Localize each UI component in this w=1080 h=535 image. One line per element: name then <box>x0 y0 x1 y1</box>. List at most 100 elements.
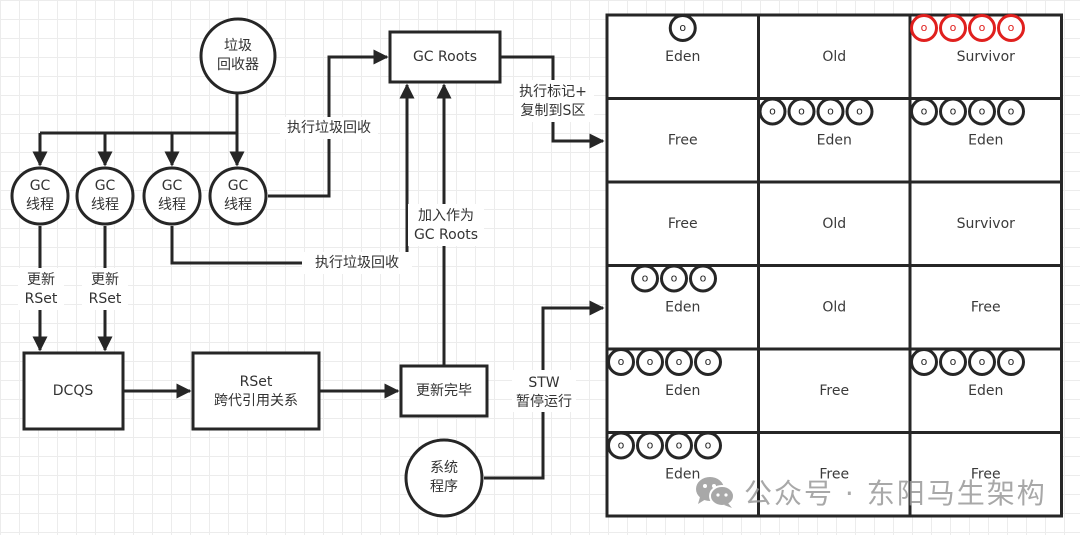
svg-text:o: o <box>769 105 776 118</box>
heap-object: o <box>968 348 996 376</box>
heap-region-free[interactable]: Free <box>908 264 1063 351</box>
heap-object: o <box>665 431 693 460</box>
svg-text:o: o <box>647 355 654 368</box>
heap-region-cell <box>757 431 912 518</box>
heap-region-survivor[interactable]: Survivor <box>908 180 1063 267</box>
heap-object: o <box>910 348 938 376</box>
heap-region-eden[interactable]: Eden o <box>605 13 760 100</box>
svg-text:o: o <box>679 21 686 34</box>
heap-object: o <box>607 431 635 460</box>
svg-text:o: o <box>1008 21 1015 34</box>
survivor-object-highlighted: o <box>968 14 996 42</box>
heap-object: o <box>660 264 688 293</box>
gc-roots-node[interactable]: GC Roots <box>388 30 502 84</box>
svg-text:o: o <box>921 105 928 118</box>
heap-region-label: Eden <box>665 383 700 399</box>
heap-region-free[interactable]: Free <box>757 431 912 518</box>
gc-roots-label: GC Roots <box>413 49 477 65</box>
heap-region-label: Old <box>822 300 846 316</box>
svg-text:o: o <box>1008 355 1015 368</box>
heap-object: o <box>939 97 967 126</box>
garbage-collector-label: 垃圾回收器 <box>217 38 259 73</box>
heap-region-label: Free <box>819 467 849 483</box>
survivor-object-highlighted: o <box>910 14 938 42</box>
heap-object: o <box>997 97 1025 126</box>
heap-region-free[interactable]: Free <box>605 180 760 267</box>
label-mark-copy: 执行标记+复制到S区 <box>519 84 587 119</box>
survivor-object-highlighted: o <box>939 14 967 42</box>
heap-region-label: Survivor <box>957 216 1016 232</box>
heap-region-free[interactable]: Free <box>605 97 760 184</box>
heap-object: o <box>636 348 664 376</box>
dcqs-node[interactable]: DCQS <box>22 351 125 431</box>
svg-text:o: o <box>618 439 625 452</box>
svg-text:o: o <box>705 439 712 452</box>
heap-object: o <box>758 97 787 126</box>
heap-object: o <box>694 431 722 460</box>
heap-region-label: Old <box>822 216 846 232</box>
svg-text:o: o <box>676 355 683 368</box>
heap-region-cell <box>908 180 1063 267</box>
svg-text:o: o <box>921 21 928 34</box>
heap-region-label: Free <box>668 216 698 232</box>
svg-text:o: o <box>979 105 986 118</box>
svg-text:o: o <box>950 105 957 118</box>
label-exec-gc-bottom: 执行垃圾回收 <box>315 255 399 271</box>
heap-region-label: Eden <box>665 467 700 483</box>
heap-region-cell <box>908 264 1063 351</box>
svg-text:o: o <box>1008 105 1015 118</box>
watermark-text: 公众号 · 东阳马生架构 <box>744 477 1047 510</box>
heap-region-cell <box>757 347 912 434</box>
heap-object: o <box>607 348 635 376</box>
heap-region-old[interactable]: Old <box>757 264 912 351</box>
heap-region-free[interactable]: Free <box>908 431 1063 518</box>
heap-region-label: Old <box>822 49 846 65</box>
garbage-collector-node[interactable]: 垃圾回收器 <box>199 17 277 95</box>
heap-object: o <box>968 97 996 126</box>
label-exec-gc-top: 执行垃圾回收 <box>287 120 371 136</box>
heap-object: o <box>636 431 664 460</box>
heap-region-label: Eden <box>817 133 852 149</box>
heap-object: o <box>665 348 693 376</box>
heap-object: o <box>939 348 967 376</box>
heap-region-label: Free <box>668 133 698 149</box>
heap-object: o <box>816 97 845 126</box>
heap-region-label: Eden <box>665 49 700 65</box>
svg-text:o: o <box>700 272 707 285</box>
heap-region-old[interactable]: Old <box>757 180 912 267</box>
system-program-node[interactable]: 系统程序 <box>404 438 484 518</box>
system-program-label: 系统程序 <box>430 460 458 495</box>
svg-text:o: o <box>827 105 834 118</box>
heap-object: o <box>910 97 938 126</box>
wechat-icon <box>696 477 735 508</box>
heap-object: o <box>997 348 1025 376</box>
edge-thread3-to-gcroots <box>170 83 415 265</box>
svg-text:o: o <box>856 105 863 118</box>
heap-region-old[interactable]: Old <box>757 13 912 100</box>
svg-text:o: o <box>671 272 678 285</box>
heap-region-free[interactable]: Free <box>757 347 912 434</box>
update-done-node[interactable]: 更新完毕 <box>399 364 489 418</box>
svg-text:o: o <box>921 355 928 368</box>
watermark: 公众号 · 东阳马生架构 <box>694 472 1047 512</box>
